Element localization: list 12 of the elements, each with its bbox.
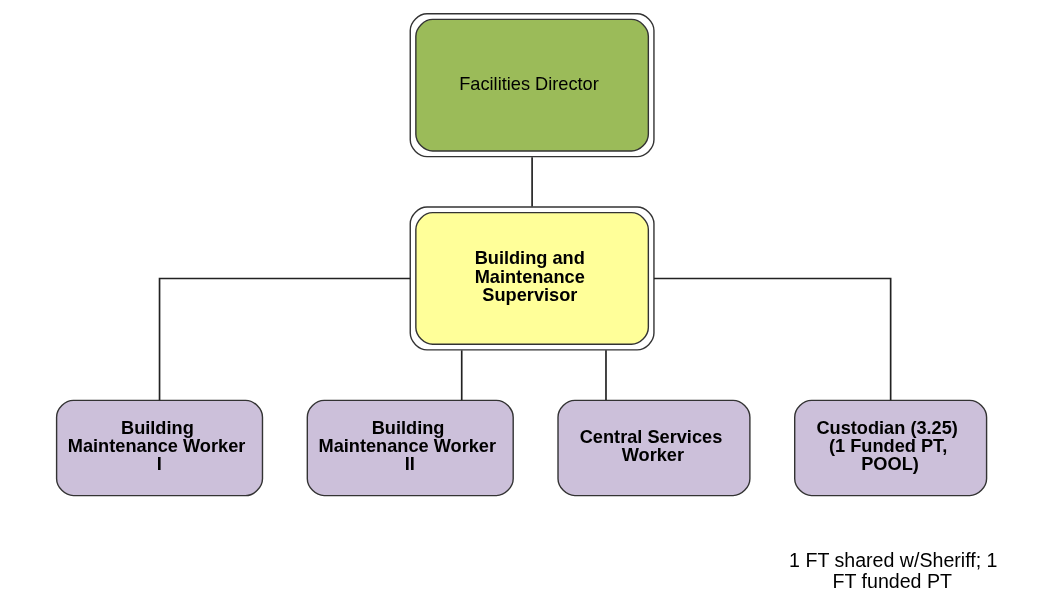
connector [158, 277, 411, 402]
node-box: Central Services Worker [557, 399, 751, 497]
node-box: Building Maintenance Worker I [55, 399, 264, 497]
label: 1 FT shared w/Sheriff; 1 FT funded PT [789, 549, 998, 593]
connector [653, 277, 892, 402]
connector [460, 349, 463, 401]
connector [531, 156, 533, 208]
node-box: Facilities Director [409, 13, 655, 158]
node-box: Building Maintenance Worker II [306, 399, 514, 497]
node-box: Custodian (3.25) (1 Funded PT, POOL) [794, 399, 988, 497]
connector [605, 349, 607, 401]
node-box: Building and Maintenance Supervisor [409, 206, 655, 351]
